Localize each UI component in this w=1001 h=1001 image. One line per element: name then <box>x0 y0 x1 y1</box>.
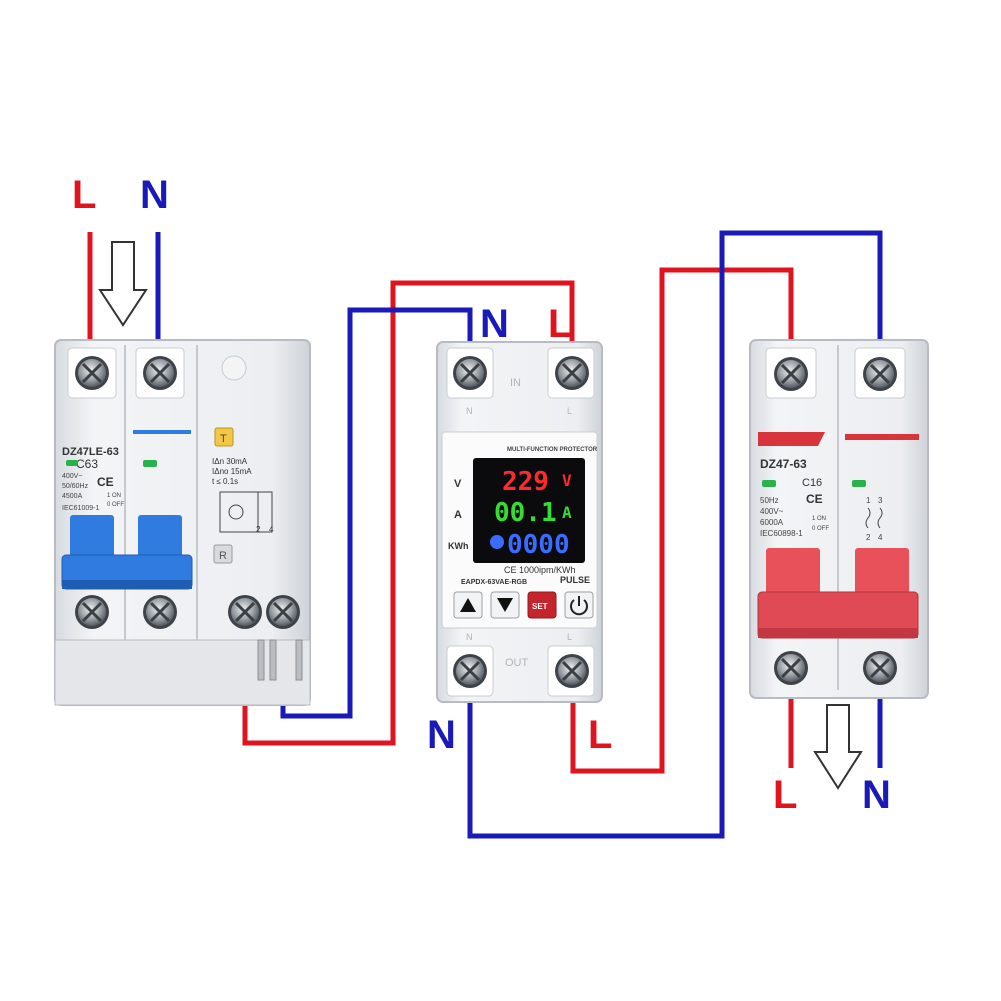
ce-mark-icon: CE <box>806 492 823 506</box>
screw-terminal-icon <box>141 593 179 631</box>
mcb-terminal-3: 3 <box>878 496 883 505</box>
row-label-kwh: KWh <box>448 541 469 551</box>
mcb-breaker: DZ47-63 C16 CE 50Hz 400V~ 6000A IEC60898… <box>749 339 929 699</box>
mcb-off-mark: 0 OFF <box>812 526 829 532</box>
rcbo-model: DZ47LE-63 <box>62 446 119 458</box>
screw-terminal-icon <box>226 593 264 631</box>
mcb-terminal-2: 2 <box>866 533 871 542</box>
rcbo-rc-line3: t ≤ 0.1s <box>212 477 238 486</box>
rcbo-spec3: 4500A <box>62 493 83 500</box>
mcb-terminal-4: 4 <box>878 533 883 542</box>
row-label-v: V <box>454 478 462 490</box>
rcbo-off-mark: 0 OFF <box>107 502 124 508</box>
rcbo-on-mark: 1 ON <box>107 493 121 499</box>
protector-model: EAPDX-63VAE-RGB <box>461 579 527 586</box>
down-arrow-icon <box>813 704 863 790</box>
label-output-live: L <box>773 773 797 817</box>
label-input-neutral: N <box>140 173 169 217</box>
down-button[interactable] <box>490 591 520 619</box>
protector-header: MULTI-FUNCTION PROTECTOR <box>507 447 598 453</box>
screw-terminal-icon <box>73 593 111 631</box>
current-reading: 00.1 <box>494 498 557 528</box>
label-input-live: L <box>72 173 96 217</box>
rcbo-rc-line2: IΔno 15mA <box>212 467 252 476</box>
rcbo-terminal-2: 2 <box>256 525 261 534</box>
set-button[interactable]: SET <box>527 591 557 619</box>
up-button[interactable] <box>453 591 483 619</box>
protector-in-label: IN <box>510 377 521 389</box>
energy-reading: 0000 <box>507 530 570 560</box>
wire-rcbo-to-protector-live <box>242 280 575 746</box>
rcbo-test-button-label: T <box>220 433 227 445</box>
screw-terminal-icon <box>861 649 899 687</box>
mcb-standard: IEC60898-1 <box>760 529 803 538</box>
up-triangle-icon <box>460 598 476 612</box>
label-output-neutral: N <box>862 773 891 817</box>
power-button[interactable] <box>564 591 594 619</box>
screw-terminal-icon <box>141 354 179 392</box>
multi-function-protector: IN N L MULTI-FUNCTION PROTECTOR V A KWh … <box>436 341 603 703</box>
current-unit: A <box>562 503 572 522</box>
label-protector-in-neutral: N <box>480 302 509 346</box>
set-button-label: SET <box>532 602 548 611</box>
protector-pulse: PULSE <box>560 575 590 585</box>
protector-top-n: N <box>466 406 473 416</box>
wire-labels: L N N L N L L N <box>72 173 891 817</box>
rcbo-standard: IEC61009-1 <box>62 505 99 512</box>
label-protector-out-live: L <box>588 713 612 757</box>
protector-bottom-n-mark: N <box>466 632 473 642</box>
label-protector-out-neutral: N <box>427 713 456 757</box>
mcb-terminal-1: 1 <box>866 496 871 505</box>
protector-bottom-l-mark: L <box>567 632 572 642</box>
rcbo-rating: C63 <box>76 457 98 471</box>
screw-terminal-icon <box>772 649 810 687</box>
down-triangle-icon <box>497 598 513 612</box>
screw-terminal-icon <box>451 652 489 690</box>
power-icon <box>570 596 588 616</box>
screw-terminal-icon <box>553 652 591 690</box>
ce-mark-icon: CE <box>97 475 114 489</box>
mcb-spec1: 50Hz <box>760 496 779 505</box>
voltage-unit: V <box>562 471 572 490</box>
mcb-model: DZ47-63 <box>760 457 807 471</box>
screw-terminal-icon <box>553 354 591 392</box>
wire-protector-to-mcb-live <box>570 267 794 774</box>
label-protector-in-live: L <box>548 302 572 346</box>
protector-ce-text: CE 1000ipm/KWh <box>504 565 576 575</box>
rcbo-spec2: 50/60Hz <box>62 483 89 490</box>
screw-terminal-icon <box>451 354 489 392</box>
mcb-toggle-lever[interactable] <box>757 548 919 639</box>
rcbo-rc-line1: IΔn 30mA <box>212 457 248 466</box>
screw-terminal-icon <box>861 355 899 393</box>
screw-terminal-icon <box>73 354 111 392</box>
mcb-rating: C16 <box>802 477 822 489</box>
mcb-spec3: 6000A <box>760 518 784 527</box>
wire-protector-to-mcb-neutral <box>467 230 883 839</box>
protector-out-label: OUT <box>505 657 529 669</box>
down-arrow-icon <box>98 241 148 327</box>
voltage-reading: 229 <box>502 467 549 497</box>
rcbo-toggle-lever[interactable] <box>61 515 193 590</box>
screw-terminal-icon <box>772 355 810 393</box>
mcb-on-mark: 1 ON <box>812 516 826 522</box>
rcbo-terminal-4: 4 <box>269 525 274 534</box>
rcbo-reset-label: R <box>219 550 227 562</box>
screw-terminal-icon <box>264 593 302 631</box>
protector-top-l: L <box>567 406 572 416</box>
rcbo-breaker: DZ47LE-63 C63 CE 400V~ 50/60Hz 4500A IEC… <box>54 339 311 706</box>
rcbo-spec1: 400V~ <box>62 473 82 480</box>
pulse-indicator <box>490 535 504 549</box>
mcb-spec2: 400V~ <box>760 507 784 516</box>
row-label-a: A <box>454 509 462 521</box>
